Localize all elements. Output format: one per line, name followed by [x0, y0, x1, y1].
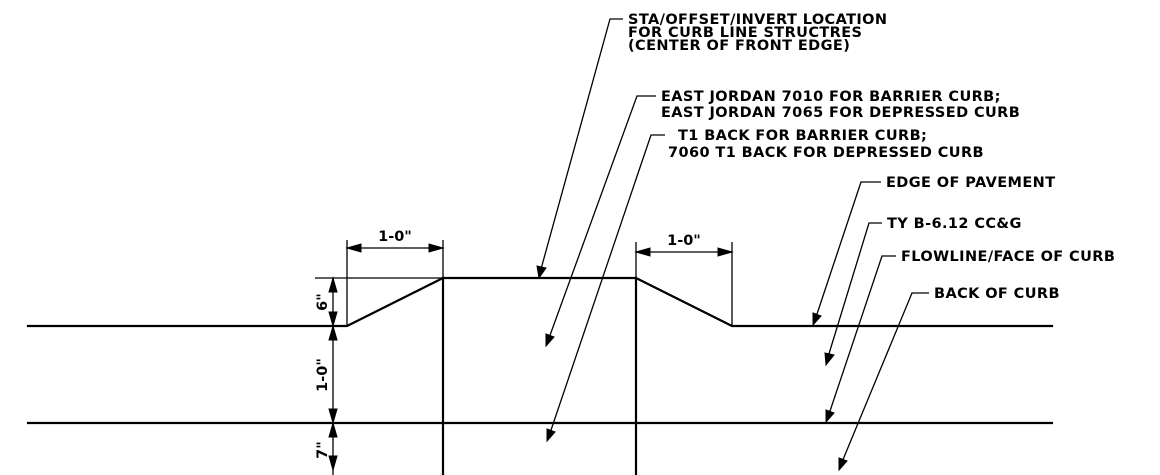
leader-curb-type: [827, 222, 882, 358]
callout-back-of-curb: BACK OF CURB: [934, 286, 1060, 302]
callout-sta-offset: STA/OFFSET/INVERT LOCATION FOR CURB LINE…: [628, 12, 893, 54]
callout-east-jordan-line-2: EAST JORDAN 7065 FOR DEPRESSED CURB: [661, 105, 1020, 121]
dimension-curb-back-label: 7": [315, 441, 331, 459]
callout-east-jordan-line-1: EAST JORDAN 7010 FOR BARRIER CURB;: [661, 89, 1001, 105]
callout-east-jordan: EAST JORDAN 7010 FOR BARRIER CURB; EAST …: [661, 89, 1020, 121]
callout-flowline: FLOWLINE/FACE OF CURB: [901, 249, 1115, 265]
callout-sta-offset-line-3: (CENTER OF FRONT EDGE): [628, 38, 850, 54]
leader-east-jordan: [548, 95, 656, 339]
dimension-left-taper-label: 1-0": [378, 229, 412, 245]
dimension-depression-label: 6": [315, 293, 331, 311]
callout-t1-back: T1 BACK FOR BARRIER CURB; 7060 T1 BACK F…: [668, 128, 984, 161]
callout-t1-back-line-2: 7060 T1 BACK FOR DEPRESSED CURB: [668, 145, 984, 161]
callout-t1-back-line-1: T1 BACK FOR BARRIER CURB;: [678, 128, 927, 144]
callout-sta-offset-line-1: STA/OFFSET/INVERT LOCATION: [628, 12, 887, 28]
leader-sta-offset: [540, 18, 623, 270]
dimension-left-taper: 1-0": [345, 229, 445, 326]
curb-geometry: [26, 276, 1054, 475]
edge-of-pavement-line: [26, 276, 1054, 328]
leader-flowline: [828, 255, 896, 415]
dimension-right-taper-label: 1-0": [667, 233, 701, 249]
leader-edge-of-pavement: [815, 181, 881, 318]
leader-back-of-curb: [841, 292, 929, 463]
dimension-vertical-chain: 6" 1-0" 7": [315, 276, 443, 475]
callout-curb-type: TY B-6.12 CC&G: [887, 216, 1022, 232]
leader-t1-back: [549, 134, 665, 434]
callout-edge-of-pavement: EDGE OF PAVEMENT: [886, 175, 1056, 191]
leader-lines: [536, 18, 929, 472]
dimension-right-taper: 1-0": [634, 233, 734, 326]
callout-sta-offset-line-2: FOR CURB LINE STRUCTRES: [628, 25, 862, 41]
dimension-curb-front-label: 1-0": [315, 358, 331, 392]
callout-labels: STA/OFFSET/INVERT LOCATION FOR CURB LINE…: [628, 12, 1115, 302]
